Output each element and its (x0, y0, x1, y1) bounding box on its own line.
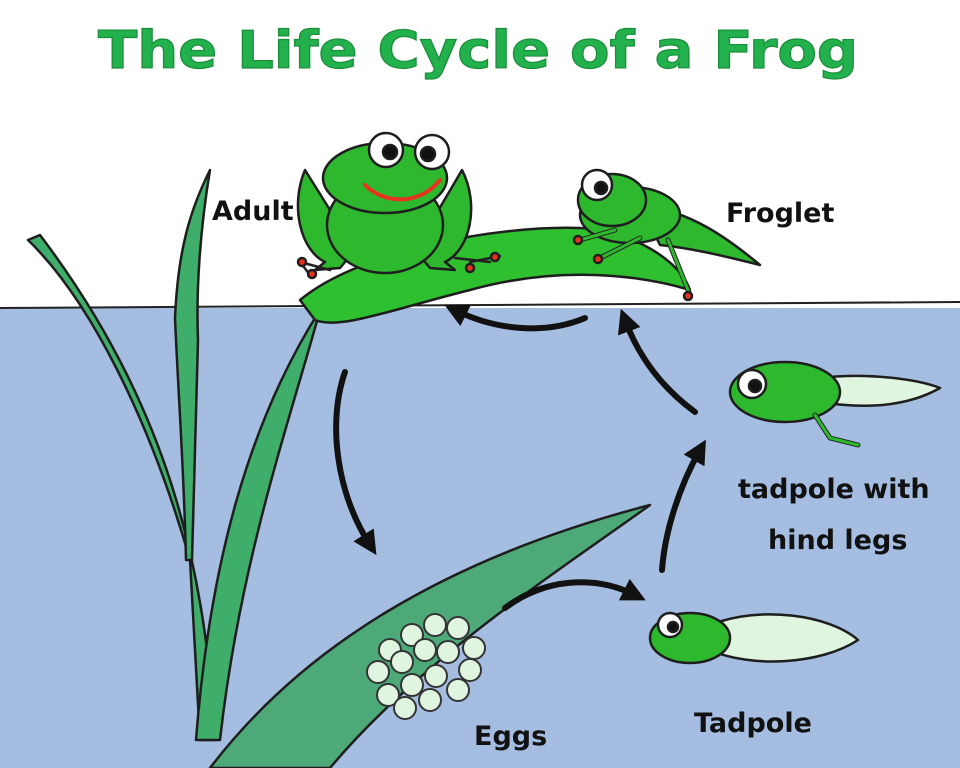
diagram-title: The Life Cycle of a Frog (98, 21, 858, 81)
arrow-adult-to-eggs (333, 369, 377, 556)
arrow-eggs-to-tadpole (502, 578, 646, 611)
label-tadpole-with-line2: hind legs (768, 525, 907, 556)
frog-eggs (366, 613, 486, 720)
arrow-tadpole-to-legs (659, 439, 706, 573)
label-eggs: Eggs (474, 721, 547, 752)
label-adult: Adult (212, 196, 294, 227)
tadpole-with-legs (728, 360, 942, 448)
cycle-arrows (333, 304, 706, 611)
reed-plant (26, 168, 322, 742)
froglet (572, 168, 762, 302)
label-tadpole: Tadpole (694, 708, 812, 739)
adult-frog (296, 131, 502, 280)
water-surface-line (0, 301, 960, 309)
underwater-leaf (208, 503, 652, 768)
arrow-legs-to-froglet (617, 308, 698, 415)
label-froglet: Froglet (726, 198, 834, 229)
arrow-froglet-to-adult (444, 304, 588, 332)
label-tadpole-with-line1: tadpole with (738, 474, 930, 505)
tadpole (648, 611, 860, 665)
